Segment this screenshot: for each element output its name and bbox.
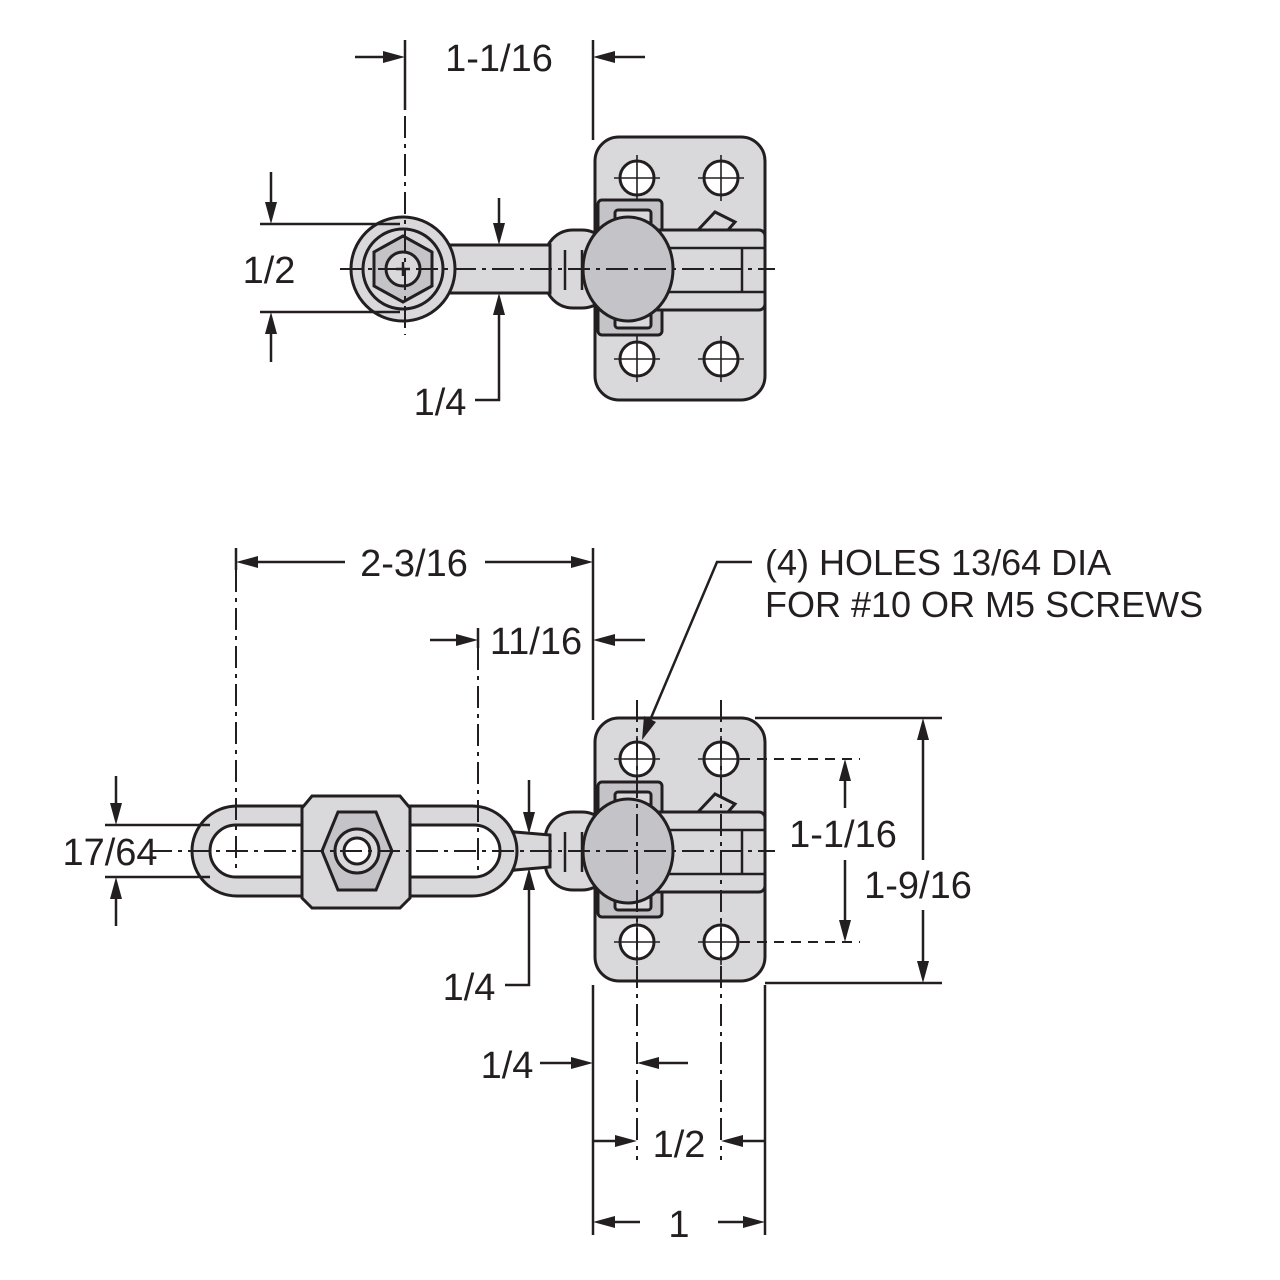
side-base-length-label: 1-9/16 xyxy=(864,865,972,907)
top-latch xyxy=(694,210,738,232)
top-width-label: 1-1/16 xyxy=(445,38,553,80)
side-hole-spacing-x-label: 1/2 xyxy=(653,1124,706,1166)
side-arm-thickness-label: 1/4 xyxy=(443,967,496,1009)
side-base-offset-label: 1/4 xyxy=(481,1045,534,1087)
top-view: 1-1/16 1/2 1/4 xyxy=(243,38,775,424)
side-offset-label: 11/16 xyxy=(490,621,582,663)
holes-note-line2: FOR #10 OR M5 SCREWS xyxy=(765,584,1203,625)
top-arm-thickness-label: 1/4 xyxy=(414,382,467,424)
side-base-width-label: 1 xyxy=(668,1204,689,1246)
side-latch xyxy=(694,792,738,814)
side-view: 2-3/16 11/16 (4) HOLES 13/64 DIA FOR #10… xyxy=(62,542,1203,1246)
side-slot-label: 17/64 xyxy=(62,832,157,874)
holes-note-line1: (4) HOLES 13/64 DIA xyxy=(765,542,1111,583)
side-reach-label: 2-3/16 xyxy=(360,543,468,585)
side-hole-spacing-y-label: 1-1/16 xyxy=(789,814,897,856)
top-mounting-holes xyxy=(614,155,744,382)
top-spindle-height-label: 1/2 xyxy=(243,250,296,292)
